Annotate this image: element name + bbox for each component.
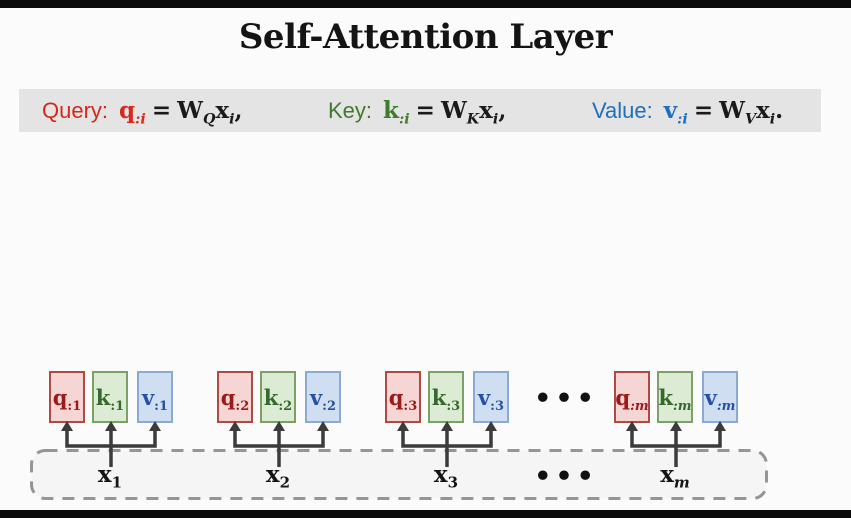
xm-label: xm — [660, 461, 690, 492]
v1-box: v:1 — [137, 371, 173, 423]
page-title: Self-Attention Layer — [238, 17, 613, 57]
top-letterbox-bar — [0, 0, 851, 8]
k2-box: k:2 — [260, 371, 296, 423]
x1-label: x1 — [97, 461, 123, 492]
k3-box: k:3 — [428, 371, 464, 423]
query-equation: q:i=WQxi, — [119, 97, 243, 128]
arrow-connector-icon — [229, 421, 329, 467]
bottom-letterbox-bar — [0, 510, 851, 518]
query-label: Query: — [42, 97, 109, 123]
v2-box: v:2 — [305, 371, 341, 423]
qm-box: q:m — [614, 371, 650, 423]
value-formula: Value: v:i=WVxi. — [592, 89, 783, 132]
x2-label: x2 — [265, 461, 291, 492]
arrow-connector-icon — [397, 421, 497, 467]
input-sequence-container — [30, 449, 768, 500]
arrow-connector-icon — [61, 421, 161, 467]
value-label: Value: — [592, 97, 653, 123]
input-ellipsis: ••• — [534, 461, 598, 492]
q3-box: q:3 — [385, 371, 421, 423]
qkv-group-2: q:2 k:2 v:2 — [216, 371, 342, 471]
qkv-group-3: q:3 k:3 v:3 — [384, 371, 510, 471]
q1-box: q:1 — [49, 371, 85, 423]
formula-bar: Query: q:i=WQxi, Key: k:i=WKxi, Value: v… — [19, 89, 821, 132]
key-equation: k:i=WKxi, — [383, 97, 507, 128]
k1-box: k:1 — [92, 371, 128, 423]
qkv-group-1: q:1 k:1 v:1 — [48, 371, 174, 471]
v3-box: v:3 — [473, 371, 509, 423]
key-formula: Key: k:i=WKxi, — [328, 89, 506, 132]
key-label: Key: — [328, 97, 373, 123]
query-formula: Query: q:i=WQxi, — [42, 89, 243, 132]
vm-box: v:m — [702, 371, 738, 423]
x3-label: x3 — [433, 461, 459, 492]
arrow-connector-icon — [626, 421, 726, 467]
qkv-group-m: q:m k:m v:m — [613, 371, 739, 471]
km-box: k:m — [657, 371, 693, 423]
value-equation: v:i=WVxi. — [663, 97, 784, 128]
q2-box: q:2 — [217, 371, 253, 423]
qkv-ellipsis: ••• — [534, 383, 598, 414]
